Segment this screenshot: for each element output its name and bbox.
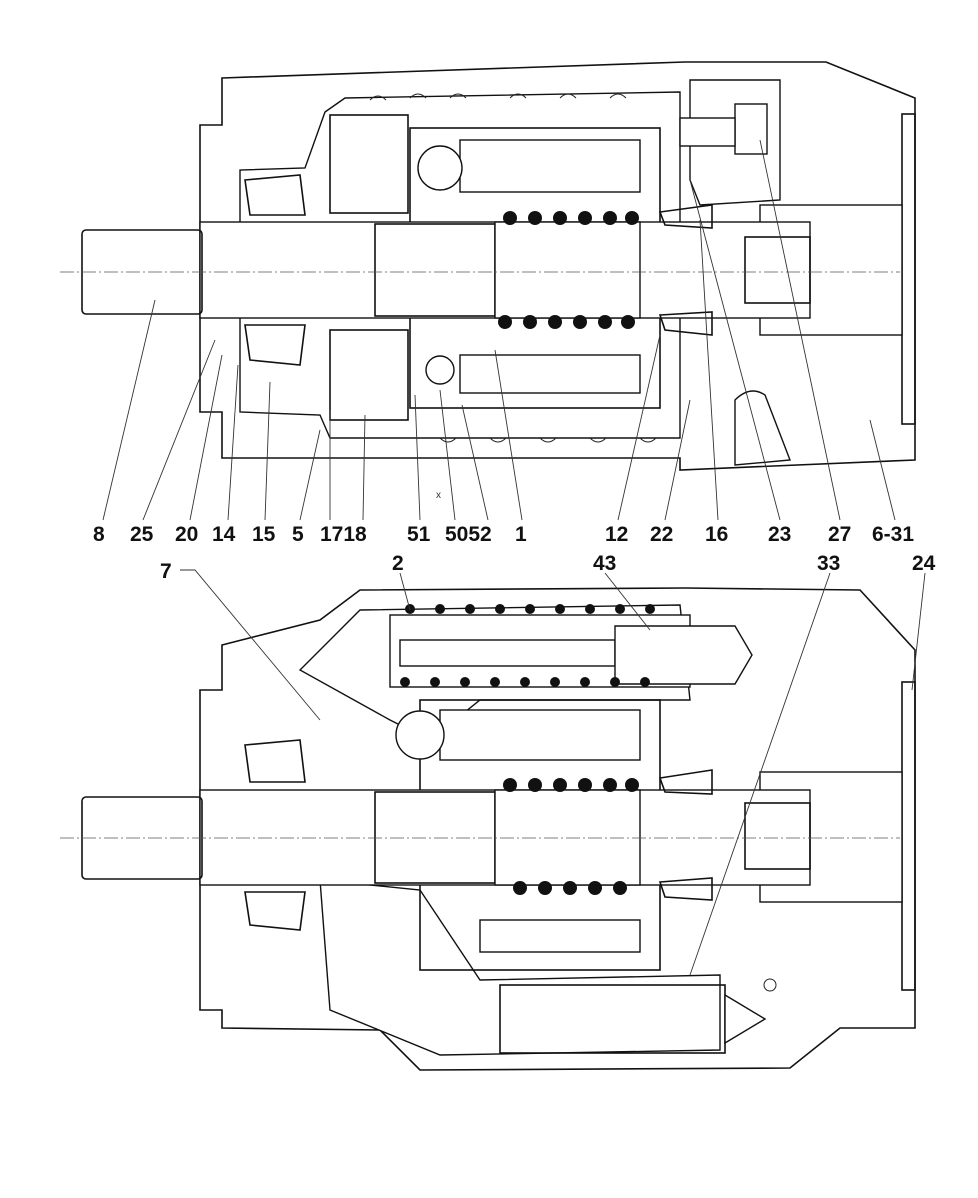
cavity-ribs-top bbox=[369, 93, 657, 443]
callout-labels-top-row: 8 25 20 14 15 5 1718 51 5052 1 12 22 16 … bbox=[93, 523, 914, 546]
callout-14: 14 bbox=[212, 523, 236, 546]
piston-lower-top bbox=[459, 354, 641, 394]
rear-bearing-lower-bottom bbox=[658, 877, 713, 901]
rear-bearing-upper-bottom bbox=[658, 769, 713, 795]
top-section-view: x bbox=[60, 61, 916, 501]
port-hole-bottom bbox=[763, 978, 777, 992]
callout-15: 15 bbox=[252, 523, 276, 546]
spring-coils-top bbox=[498, 211, 639, 329]
piston-upper-top bbox=[459, 139, 641, 193]
rear-spline-bottom bbox=[744, 802, 811, 870]
valve-bolt-top bbox=[734, 103, 768, 155]
front-bearing-upper-top bbox=[244, 174, 306, 216]
piston-ball-lower-top bbox=[425, 355, 455, 385]
control-piston-head-bottom bbox=[614, 625, 753, 685]
callout-27: 27 bbox=[828, 523, 851, 546]
callout-23: 23 bbox=[768, 523, 791, 546]
front-bearing-upper-bottom bbox=[244, 739, 306, 783]
callout-labels-bottom-row: 7 2 43 33 24 bbox=[160, 552, 936, 583]
callout-7: 7 bbox=[160, 560, 172, 583]
callout-51: 51 bbox=[407, 523, 431, 546]
callout-2: 2 bbox=[392, 552, 404, 575]
callout-33: 33 bbox=[817, 552, 840, 575]
callout-16: 16 bbox=[705, 523, 728, 546]
rear-bearing-lower-top bbox=[658, 311, 713, 336]
swash-plate-upper-top bbox=[329, 114, 409, 214]
rear-bearing-upper-top bbox=[658, 204, 713, 229]
housing-top bbox=[199, 61, 916, 471]
swash-plate-lower-top bbox=[329, 329, 409, 421]
piston-ball-upper-top bbox=[417, 145, 463, 191]
end-flange-bottom bbox=[901, 681, 916, 991]
bottom-section-view bbox=[60, 587, 916, 1071]
rear-spline-top bbox=[744, 236, 811, 304]
valve-stem-top bbox=[679, 117, 736, 147]
callout-8: 8 bbox=[93, 523, 105, 546]
callout-1718: 1718 bbox=[320, 523, 367, 546]
callout-5052: 5052 bbox=[445, 523, 492, 546]
callout-24: 24 bbox=[912, 552, 936, 575]
callout-43: 43 bbox=[593, 552, 616, 575]
callout-5: 5 bbox=[292, 523, 304, 546]
lower-port-top bbox=[734, 390, 791, 466]
control-piston-rod-bottom bbox=[399, 639, 616, 667]
piston-lower-bottom bbox=[479, 919, 641, 953]
callout-20: 20 bbox=[175, 523, 198, 546]
piston-upper-bottom bbox=[439, 709, 641, 761]
end-flange-top bbox=[901, 113, 916, 425]
spring-cage-bottom bbox=[494, 789, 641, 886]
callout-6-31: 6-31 bbox=[872, 523, 914, 546]
callout-1: 1 bbox=[515, 523, 527, 546]
spring-cage-top bbox=[494, 221, 641, 319]
spring-coils-bottom bbox=[503, 778, 639, 895]
front-bearing-lower-bottom bbox=[244, 891, 306, 931]
servo-piston-tip-bottom bbox=[724, 993, 767, 1045]
housing-bottom bbox=[199, 587, 916, 1071]
section-mark: x bbox=[436, 490, 441, 501]
leader-lines bbox=[102, 139, 926, 976]
callout-22: 22 bbox=[650, 523, 673, 546]
callout-25: 25 bbox=[130, 523, 154, 546]
front-bearing-lower-top bbox=[244, 324, 306, 366]
callout-12: 12 bbox=[605, 523, 628, 546]
control-spring-coils-bottom bbox=[400, 604, 655, 687]
piston-ball-bottom bbox=[395, 710, 445, 760]
